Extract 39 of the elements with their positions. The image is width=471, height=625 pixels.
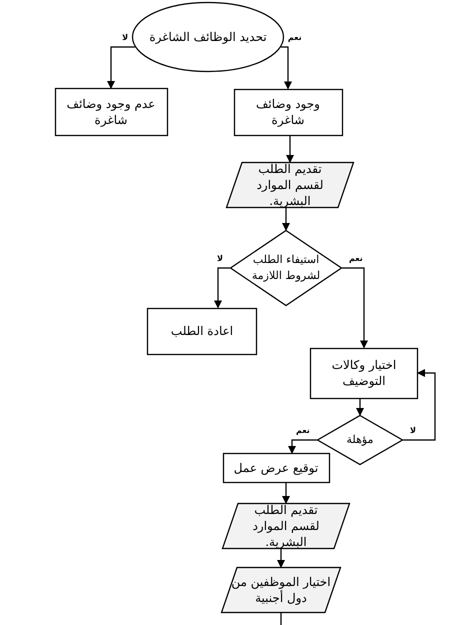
process-box (310, 348, 418, 398)
node-text: توقيع عرض عمل (234, 460, 318, 476)
node-text: تحديد الوظائف الشاغرة (149, 29, 267, 45)
input-parallelogram (221, 567, 341, 613)
node-text: اختيار وكالات التوضيف (330, 357, 398, 389)
node-text: عدم وجود وضائف شاغرة (66, 96, 156, 128)
arrow (282, 208, 290, 231)
node-text: تقديم الطلب لقسم الموارد البشرية. (256, 161, 324, 209)
arrow (282, 483, 290, 504)
process-box (222, 453, 330, 483)
edge-label: نعم (295, 426, 311, 436)
edge-label: لا (121, 33, 130, 43)
input-parallelogram (226, 162, 354, 208)
edge-label: نعم (348, 254, 364, 264)
node-text: اختيار الموظفين من دول أجنبية (231, 574, 331, 606)
input-parallelogram (222, 503, 350, 549)
arrow (288, 439, 317, 454)
arrow (277, 549, 285, 568)
arrow (403, 369, 436, 441)
decision-diamond (317, 415, 403, 465)
edge-label: لا (216, 254, 224, 264)
arrow (356, 398, 364, 416)
process-box (234, 88, 342, 136)
ellipse-node (132, 2, 284, 72)
arrow (214, 267, 230, 308)
node-text: وجود وضائف شاغرة (255, 96, 321, 128)
edge-label: لا (409, 426, 417, 436)
arrow (107, 46, 136, 89)
arrow (286, 136, 294, 163)
node-text: اعادة الطلب (170, 323, 234, 339)
process-box (147, 308, 257, 354)
node-text: تقديم الطلب لقسم الموارد البشرية. (252, 502, 320, 550)
decision-diamond (230, 230, 342, 306)
node-text: مؤهلة (346, 432, 374, 448)
arrow (342, 267, 368, 348)
node-text: استيفاء الطلب لشروط اللازمة (250, 252, 322, 284)
arrow (280, 46, 292, 90)
process-box (54, 88, 168, 136)
edge-label: نعم (286, 33, 303, 43)
